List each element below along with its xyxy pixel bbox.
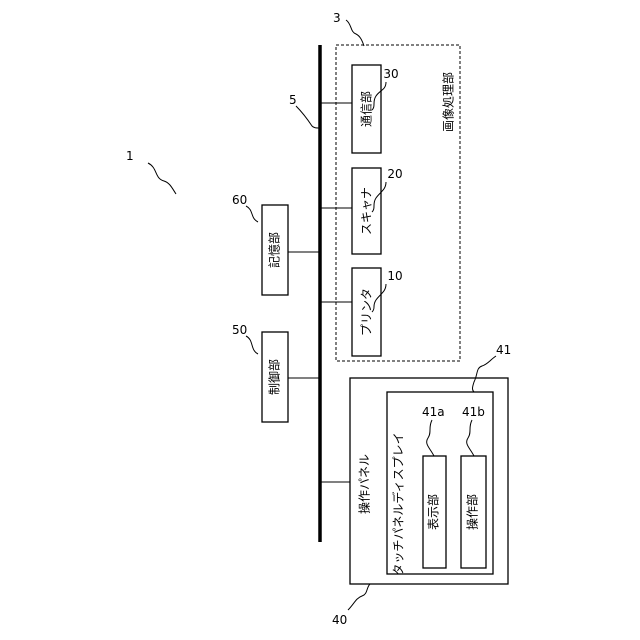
ref-display: 41a: [422, 405, 445, 419]
label-touch-panel: タッチパネルディスプレイ: [391, 432, 406, 575]
label-control: 制御部: [267, 359, 282, 395]
leader-system: [148, 163, 176, 194]
leader-control: [246, 336, 258, 354]
label-display: 表示部: [426, 494, 441, 530]
ref-touch-panel: 41: [496, 343, 511, 357]
ref-storage: 60: [232, 193, 247, 207]
label-image-processing: 画像処理部: [441, 72, 456, 132]
ref-image-processing: 3: [333, 11, 341, 25]
label-storage: 記憶部: [267, 232, 282, 268]
leader-image-processing: [346, 20, 364, 46]
label-operation: 操作部: [465, 494, 480, 530]
ref-bus: 5: [289, 93, 297, 107]
ref-scanner: 20: [387, 167, 402, 181]
label-printer: プリンタ: [360, 288, 374, 336]
ref-communication: 30: [383, 67, 398, 81]
label-operation-panel: 操作パネル: [357, 454, 372, 514]
ref-operation: 41b: [462, 405, 485, 419]
leader-storage: [246, 206, 258, 222]
ref-printer: 10: [387, 269, 402, 283]
leader-operation-panel: [348, 584, 370, 610]
label-scanner: スキャナ: [360, 187, 374, 235]
ref-operation-panel: 40: [332, 613, 347, 627]
ref-system: 1: [126, 149, 134, 163]
ref-control: 50: [232, 323, 247, 337]
leader-bus: [296, 106, 320, 128]
label-communication: 通信部: [359, 91, 374, 127]
